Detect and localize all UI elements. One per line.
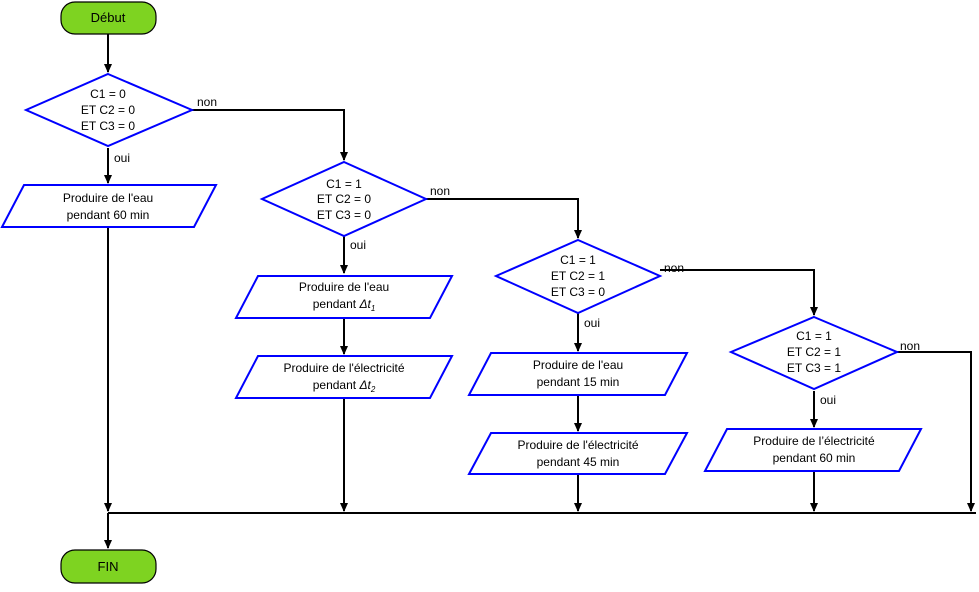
action-3: Produire de l'électricité pendant Δt2 bbox=[234, 355, 454, 399]
action-3-prefix: pendant bbox=[313, 378, 360, 392]
arrow-d3-no bbox=[660, 269, 818, 316]
decision-1-no-label: non bbox=[197, 95, 217, 109]
decision-1-line-2: ET C2 = 0 bbox=[81, 103, 135, 117]
action-3-delta-sub: 2 bbox=[370, 385, 376, 394]
action-1-line-1: Produire de l'eau bbox=[63, 191, 153, 205]
action-3-line-2: pendant Δt2 bbox=[313, 378, 376, 394]
end-terminal: FIN bbox=[60, 549, 157, 584]
decision-4-yes-label: oui bbox=[820, 393, 836, 407]
action-5-line-1: Produire de l'électricité bbox=[517, 438, 638, 452]
decision-4-no-label: non bbox=[900, 339, 920, 353]
decision-2: C1 = 1 ET C2 = 0 ET C3 = 0 non oui bbox=[259, 160, 450, 252]
decision-3-no-label: non bbox=[664, 261, 684, 275]
action-2-delta: Δt bbox=[358, 297, 371, 311]
action-2-prefix: pendant bbox=[313, 297, 360, 311]
action-3-line-1: Produire de l'électricité bbox=[283, 361, 404, 375]
arrow-d4-no bbox=[897, 351, 975, 512]
action-5: Produire de l'électricité pendant 45 min bbox=[467, 432, 689, 475]
end-label: FIN bbox=[98, 559, 119, 574]
decision-1-line-3: ET C3 = 0 bbox=[81, 119, 135, 133]
decision-3-line-3: ET C3 = 0 bbox=[551, 285, 605, 299]
action-4-line-1: Produire de l'eau bbox=[533, 358, 623, 372]
start-label: Début bbox=[91, 10, 126, 25]
decision-2-yes-label: oui bbox=[350, 238, 366, 252]
action-2: Produire de l'eau pendant Δt1 bbox=[234, 275, 454, 319]
action-3-delta: Δt bbox=[358, 378, 371, 392]
action-1: Produire de l'eau pendant 60 min bbox=[0, 184, 218, 228]
decision-3: C1 = 1 ET C2 = 1 ET C3 = 0 non oui bbox=[493, 238, 684, 330]
decision-3-line-2: ET C2 = 1 bbox=[551, 269, 605, 283]
action-2-line-2: pendant Δt1 bbox=[313, 297, 376, 313]
decision-1-yes-label: oui bbox=[114, 151, 130, 165]
connectors bbox=[104, 34, 976, 549]
decision-3-yes-label: oui bbox=[584, 316, 600, 330]
action-6-line-1: Produire de l’électricité bbox=[753, 434, 875, 448]
action-6: Produire de l’électricité pendant 60 min bbox=[703, 428, 923, 472]
decision-2-line-2: ET C2 = 0 bbox=[317, 192, 371, 206]
decision-4: C1 = 1 ET C2 = 1 ET C3 = 1 non oui bbox=[728, 315, 920, 407]
decision-4-line-1: C1 = 1 bbox=[796, 329, 832, 343]
action-4: Produire de l'eau pendant 15 min bbox=[467, 352, 689, 396]
decision-3-line-1: C1 = 1 bbox=[560, 253, 596, 267]
arrow-d1-no bbox=[192, 109, 348, 161]
decision-1-line-1: C1 = 0 bbox=[90, 87, 126, 101]
decision-4-line-2: ET C2 = 1 bbox=[787, 345, 841, 359]
arrow-d2-no bbox=[426, 198, 582, 239]
action-6-line-2: pendant 60 min bbox=[773, 451, 856, 465]
action-2-line-1: Produire de l'eau bbox=[299, 280, 389, 294]
action-1-line-2: pendant 60 min bbox=[67, 208, 150, 222]
decision-2-line-3: ET C3 = 0 bbox=[317, 208, 371, 222]
decision-2-no-label: non bbox=[430, 184, 450, 198]
action-2-delta-sub: 1 bbox=[371, 304, 375, 313]
decision-2-line-1: C1 = 1 bbox=[326, 177, 362, 191]
action-5-line-2: pendant 45 min bbox=[537, 455, 620, 469]
decision-4-line-3: ET C3 = 1 bbox=[787, 361, 841, 375]
action-4-line-2: pendant 15 min bbox=[537, 375, 620, 389]
decision-1: C1 = 0 ET C2 = 0 ET C3 = 0 non oui bbox=[23, 72, 217, 165]
start-terminal: Début bbox=[60, 1, 157, 35]
